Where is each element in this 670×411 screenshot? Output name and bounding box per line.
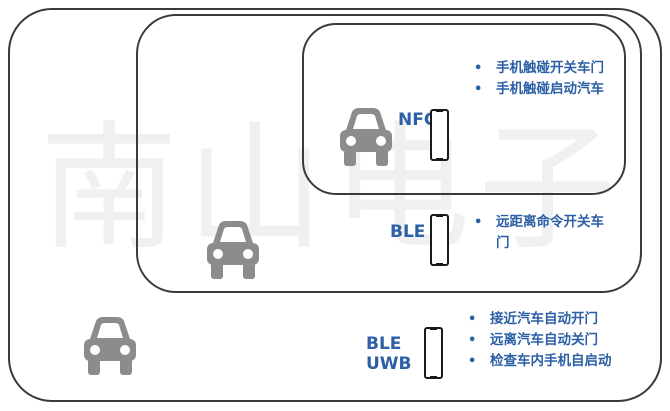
uwb-label: UWB	[366, 354, 412, 374]
ble-uwb-label: BLE UWB	[366, 334, 412, 374]
feature-item: •检查车内手机自启动	[468, 351, 658, 372]
feature-item: •远离汽车自动关门	[468, 330, 658, 351]
car-icon	[207, 221, 259, 279]
feature-item: •接近汽车自动开门	[468, 309, 658, 330]
middle-range-zone	[136, 14, 642, 293]
car-icon	[84, 317, 136, 375]
bullet: •	[468, 333, 477, 348]
phone-icon	[430, 109, 449, 161]
ble-label: BLE	[390, 222, 426, 242]
inner-range-zone	[302, 23, 626, 195]
ble-feature-list: •远距离命令开关车门	[474, 212, 604, 254]
bullet: •	[468, 312, 477, 327]
bullet: •	[474, 215, 483, 230]
nfc-feature-list: •手机触碰开关车门 •手机触碰启动汽车	[474, 58, 614, 100]
bullet: •	[468, 354, 477, 369]
nfc-label: NFC	[398, 110, 437, 130]
feature-item: •手机触碰开关车门	[474, 58, 614, 79]
bullet: •	[474, 82, 483, 97]
feature-item: •远距离命令开关车门	[474, 214, 604, 251]
phone-icon	[430, 214, 449, 266]
ble-uwb-feature-list: •接近汽车自动开门 •远离汽车自动关门 •检查车内手机自启动	[468, 309, 658, 372]
feature-item: •手机触碰启动汽车	[474, 79, 614, 100]
outer-range-zone	[8, 8, 662, 402]
bullet: •	[474, 61, 483, 76]
ble-label: BLE	[366, 334, 402, 354]
phone-icon	[424, 327, 443, 379]
car-icon	[340, 108, 392, 166]
